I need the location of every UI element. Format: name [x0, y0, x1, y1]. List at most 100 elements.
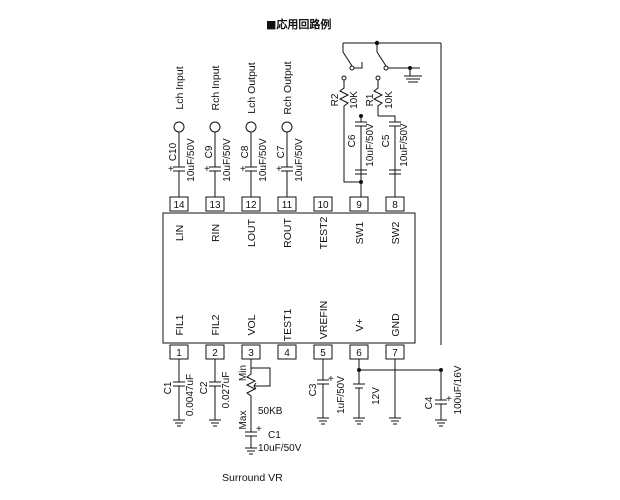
pin-name: GND	[390, 313, 402, 337]
cap-ref: C7	[276, 145, 287, 158]
capacitor-symbol	[173, 132, 185, 197]
capacitor-c1-filter	[173, 359, 185, 427]
junction-dot	[374, 40, 380, 46]
vr-max-label: Max	[238, 411, 249, 430]
pin-number: 4	[284, 348, 290, 359]
ic-top-pin-names: LIN RIN LOUT ROUT TEST2 SW1 SW2	[174, 217, 402, 250]
capacitor-c6	[355, 121, 367, 197]
pin-name: FIL2	[210, 314, 222, 335]
junction-dot	[408, 66, 412, 70]
switch-network: R2 10K R1 10K C6 10uF/50V C5 10uF/50V	[330, 40, 442, 345]
ic-top-pins: 14 13 12 11 10 9 8	[169, 196, 405, 212]
ic-body	[162, 212, 416, 344]
terminal-lch-output	[245, 121, 257, 133]
pin-name: V+	[354, 318, 366, 331]
cap-ref: C6	[347, 134, 358, 147]
capacitor-vr	[245, 431, 257, 455]
variable-resistor	[245, 368, 257, 432]
io-terminals: Lch Input Rch Input Lch Output Rch Outpu…	[173, 61, 294, 133]
switch-contact	[349, 65, 355, 71]
io-label: Lch Output	[246, 62, 258, 113]
plus-mark: +	[446, 394, 452, 405]
pin-number: 5	[320, 348, 326, 359]
plus-mark: +	[168, 164, 174, 175]
cap-ref: C2	[199, 381, 210, 394]
cap-ref: C10	[168, 142, 179, 161]
cap-value: 0.027uF	[221, 372, 232, 409]
cap-ref: C3	[308, 383, 319, 396]
pin-number: 7	[392, 348, 398, 359]
resistor-r2	[338, 80, 350, 116]
switch-contact	[341, 75, 347, 81]
cap-ref: C8	[240, 145, 251, 158]
pin-name: FIL1	[174, 314, 186, 335]
pin-number: 13	[209, 200, 221, 211]
pin-name: TEST1	[282, 309, 294, 342]
pin-number: 3	[248, 348, 254, 359]
pin-name: TEST2	[318, 217, 330, 250]
pin-number: 9	[356, 200, 362, 211]
cap-ref: C1	[163, 381, 174, 394]
plus-mark: +	[276, 164, 282, 175]
pin-box	[277, 344, 297, 360]
pin-number: 8	[392, 200, 398, 211]
switch-sw1-blade	[342, 51, 353, 67]
cap-value: 10uF/50V	[294, 138, 305, 182]
coupling-capacitors: + C10 10uF/50V + C9 10uF/50V + C8 10uF/5…	[168, 132, 305, 197]
capacitor-symbol	[355, 169, 401, 175]
vr-value: 50KB	[258, 406, 283, 417]
pin-number: 14	[173, 200, 185, 211]
gnd-wire	[389, 359, 401, 425]
resistor-ref: R1	[365, 93, 376, 106]
vr-wiper-wire	[250, 359, 271, 387]
io-label: Rch Input	[210, 65, 222, 110]
pin-name: ROUT	[282, 218, 294, 248]
switch-wires	[343, 115, 396, 183]
resistor-r1	[372, 80, 384, 116]
plus-mark: +	[256, 424, 262, 435]
supply-label: 12V	[371, 387, 382, 405]
pin-box	[313, 196, 333, 212]
cap-ref: C5	[381, 134, 392, 147]
supply-rail	[342, 42, 442, 345]
cap-value: 10uF/50V	[222, 138, 233, 182]
cap-value: 1uF/50V	[336, 376, 347, 414]
capacitor-c3	[317, 359, 329, 425]
ic-bottom-pin-names: FIL1 FIL2 VOL TEST1 VREFIN V+ GND	[174, 301, 402, 342]
pin-number: 2	[212, 348, 218, 359]
pin-name: RIN	[210, 224, 222, 242]
cap-ref: C4	[424, 396, 435, 409]
pin-name: LIN	[174, 225, 186, 241]
pin-number: 11	[282, 200, 293, 211]
surround-vr-label: Surround VR	[222, 472, 283, 484]
diagram-title: ■応用回路例	[266, 17, 331, 31]
pin-number: 10	[317, 200, 329, 211]
pin-number: 1	[176, 348, 182, 359]
cap-ref: C1	[268, 430, 281, 441]
switch-wires	[354, 62, 420, 69]
pin-name: SW2	[390, 221, 402, 244]
plus-mark: +	[328, 374, 334, 385]
vr-min-label: Min	[238, 365, 249, 381]
resistor-ref: R2	[330, 93, 341, 106]
cap-ref: C9	[204, 145, 215, 158]
pin-box	[349, 196, 369, 212]
bottom-components: C1 0.0047uF C2 0.027uF Min 50KB Max + C1…	[163, 359, 464, 484]
resistor-value: 10K	[384, 91, 395, 109]
pin-number: 12	[245, 200, 257, 211]
ground-symbol	[404, 68, 422, 83]
switch-contact	[375, 75, 381, 81]
capacitor-symbol	[281, 132, 293, 197]
capacitor-symbol	[209, 132, 221, 197]
terminal-rch-input	[209, 121, 221, 133]
plus-mark: +	[204, 164, 210, 175]
capacitor-symbol	[245, 132, 257, 197]
junction-dot	[359, 114, 363, 118]
vr-wiper-arrow	[253, 382, 260, 390]
cap-value: 10uF/50V	[399, 123, 410, 167]
capacitor-c4	[435, 370, 447, 427]
cap-value: 10uF/50V	[365, 123, 376, 167]
pin-number: 6	[356, 348, 362, 359]
resistor-value: 10K	[349, 91, 360, 109]
